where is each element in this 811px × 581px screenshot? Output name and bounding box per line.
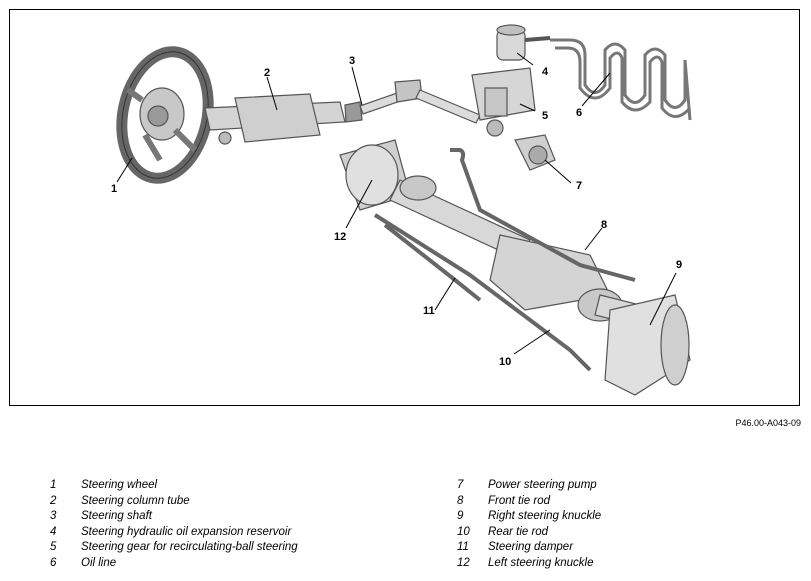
front-axle-drawing — [339, 139, 691, 396]
callout-4: 4 — [542, 66, 549, 78]
legend-label: Right steering knuckle — [488, 510, 602, 523]
legend-column-right: 7 Power steering pump 8 Front tie rod 9 Rig… — [457, 479, 601, 573]
legend-item: 9 Right steering knuckle — [457, 510, 601, 526]
legend-item: 10 Rear tie rod — [457, 526, 601, 542]
steering-system-illustration — [116, 24, 692, 396]
legend-label: Steering gear for recirculating-ball ste… — [81, 541, 298, 554]
legend-label: Steering hydraulic oil expansion reservo… — [81, 525, 292, 538]
legend-number: 1 — [50, 479, 57, 491]
legend-number: 2 — [50, 494, 57, 507]
legend-label: Rear tie rod — [488, 525, 549, 538]
legend-number: 3 — [50, 510, 57, 523]
legend-number: 5 — [50, 541, 57, 554]
steering-column-drawing — [204, 93, 363, 145]
callout-12: 12 — [334, 231, 347, 243]
callout-6: 6 — [576, 107, 583, 119]
legend-item: 4 Steering hydraulic oil expansion reserv… — [50, 526, 298, 542]
legend-label: Front tie rod — [488, 494, 550, 507]
legend-label: Steering shaft — [81, 510, 152, 523]
oil-line-drawing — [550, 38, 692, 121]
figure-code: P46.00-A043-09 — [735, 418, 801, 428]
legend-item: 3 Steering shaft — [50, 510, 298, 526]
legend-number: 11 — [457, 541, 469, 554]
legend-label: Oil line — [81, 556, 117, 569]
pump-drawing — [514, 134, 556, 171]
legend-number: 9 — [457, 510, 464, 523]
callout-10: 10 — [499, 356, 512, 368]
tie-rods-drawing — [373, 148, 636, 372]
callout-8: 8 — [601, 219, 608, 231]
steering-shaft-drawing — [359, 79, 481, 124]
legend-number: 4 — [50, 525, 57, 538]
legend-item: 8 Front tie rod — [457, 495, 601, 511]
legend-label: Power steering pump — [488, 479, 597, 491]
legend-number: 12 — [457, 556, 470, 569]
legend-label: Steering column tube — [81, 494, 190, 507]
reservoir-drawing — [496, 24, 551, 61]
legend-item: 11 Steering damper — [457, 541, 601, 557]
callout-5: 5 — [542, 110, 549, 122]
callout-9: 9 — [676, 259, 683, 271]
legend-item: 7 Power steering pump — [457, 479, 601, 495]
steering-wheel-drawing — [116, 46, 214, 184]
legend-item: 2 Steering column tube — [50, 495, 298, 511]
legend-number: 6 — [50, 556, 57, 569]
callout-11: 11 — [423, 305, 435, 317]
legend-item: 12 Left steering knuckle — [457, 557, 601, 573]
legend-item: 1 Steering wheel — [50, 479, 298, 495]
legend-number: 8 — [457, 494, 464, 507]
legend-number: 10 — [457, 525, 470, 538]
legend-label: Steering damper — [488, 541, 574, 554]
callout-1: 1 — [111, 183, 118, 195]
callout-3: 3 — [349, 55, 356, 67]
legend-number: 7 — [457, 479, 464, 491]
legend-item: 6 Oil line — [50, 557, 298, 573]
figure-frame: 1 2 3 4 5 6 7 8 9 10 11 12 — [9, 9, 800, 406]
legend-item: 5 Steering gear for recirculating-ball st… — [50, 541, 298, 557]
steering-gear-drawing — [471, 67, 536, 137]
callout-7: 7 — [576, 180, 583, 192]
callout-2: 2 — [264, 67, 271, 79]
legend-label: Steering wheel — [81, 479, 158, 491]
legend-label: Left steering knuckle — [488, 556, 594, 569]
